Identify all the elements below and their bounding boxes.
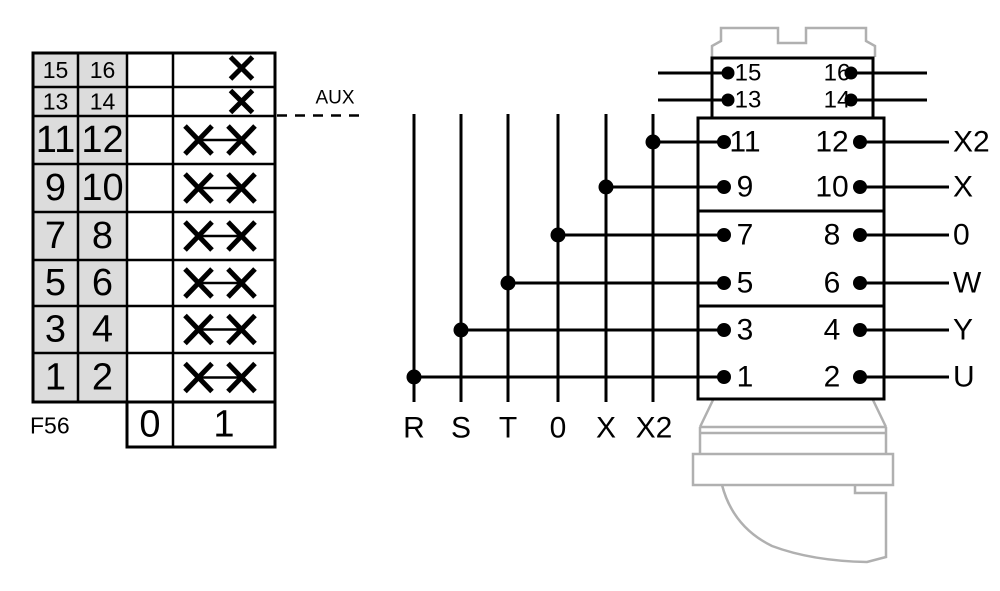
table-cell-2: 2 — [92, 357, 113, 399]
terminal-5-label: 5 — [737, 267, 754, 300]
terminal-13-label: 13 — [735, 87, 762, 114]
table-cell-5: 5 — [45, 262, 66, 304]
junction-dot — [406, 134, 661, 385]
terminal-9-label: 9 — [737, 171, 754, 204]
terminal-15-label: 15 — [735, 60, 762, 87]
table-cell-4: 4 — [92, 309, 113, 351]
contact-closed-xx-icon — [183, 313, 257, 346]
table-cell-7: 7 — [45, 215, 66, 257]
terminal-connection-lines — [414, 140, 724, 379]
aux-label: AUX — [315, 88, 354, 109]
input-label-t: T — [499, 412, 517, 445]
input-label-0: 0 — [550, 412, 567, 445]
switch-wiring-diagram: 15 16 13 14 11 12 9 10 7 8 5 6 3 4 1 2 X… — [403, 26, 990, 564]
input-label-x2: X2 — [636, 412, 673, 445]
table-cell-10: 10 — [81, 167, 123, 209]
position-0-label: 0 — [139, 404, 160, 446]
output-label-w: W — [953, 267, 982, 300]
table-cell-12: 12 — [81, 119, 123, 161]
table-grid-lines — [33, 53, 275, 402]
output-label-u: U — [953, 361, 975, 394]
terminal-12-label: 12 — [815, 126, 848, 159]
terminal-3-label: 3 — [737, 314, 754, 347]
table-cell-6: 6 — [92, 262, 113, 304]
input-label-s: S — [451, 412, 471, 445]
contact-closed-xx-icon — [183, 220, 257, 252]
contact-closed-xx-icon — [183, 172, 257, 204]
contact-closed-xx-icon — [183, 361, 257, 394]
contact-block-dividers — [698, 209, 884, 308]
switch-handle-ghost-outline — [691, 399, 895, 564]
output-lines — [860, 140, 949, 379]
contact-closed-x-icon — [228, 88, 255, 115]
table-cell-11: 11 — [36, 119, 75, 161]
main-contact-block — [696, 116, 886, 401]
contact-closed-xx-icon — [183, 267, 257, 299]
contact-state-table: AUX 15 16 13 14 11 12 9 10 7 8 5 6 3 4 1… — [30, 51, 362, 449]
output-label-x: X — [953, 171, 973, 204]
input-label-x: X — [596, 412, 616, 445]
contact-closed-x-icon — [228, 55, 255, 81]
table-cell-14: 14 — [90, 89, 116, 115]
input-feed-lines — [412, 114, 655, 402]
table-cell-13: 13 — [43, 89, 69, 115]
table-cell-3: 3 — [45, 309, 66, 351]
output-label-y: Y — [953, 314, 973, 347]
terminal-10-label: 10 — [815, 171, 848, 204]
terminal-14-label: 14 — [824, 87, 851, 114]
aux-terminal-leads — [658, 71, 927, 102]
output-label-x2: X2 — [953, 126, 990, 159]
terminal-8-label: 8 — [824, 219, 841, 252]
terminal-11-label: 11 — [729, 126, 760, 159]
table-cell-15: 15 — [43, 57, 69, 83]
terminal-columns-shading — [33, 53, 127, 402]
terminal-dot — [717, 66, 867, 384]
position-row-border — [125, 400, 277, 449]
terminal-16-label: 16 — [824, 60, 851, 87]
terminal-7-label: 7 — [737, 219, 754, 252]
position-1-label: 1 — [213, 404, 234, 446]
table-cell-1: 1 — [45, 357, 66, 399]
terminal-1-label: 1 — [737, 361, 754, 394]
terminal-6-label: 6 — [824, 267, 841, 300]
table-cell-16: 16 — [90, 57, 116, 83]
table-cell-9: 9 — [45, 167, 66, 209]
contact-closed-xx-icon — [183, 124, 257, 156]
table-cell-8: 8 — [92, 215, 113, 257]
terminal-4-label: 4 — [824, 314, 841, 347]
input-label-r: R — [403, 412, 425, 445]
switch-cap-ghost-outline — [710, 26, 877, 57]
terminal-2-label: 2 — [824, 361, 841, 394]
output-label-0: 0 — [953, 219, 970, 252]
switch-model-label: F56 — [30, 413, 70, 439]
